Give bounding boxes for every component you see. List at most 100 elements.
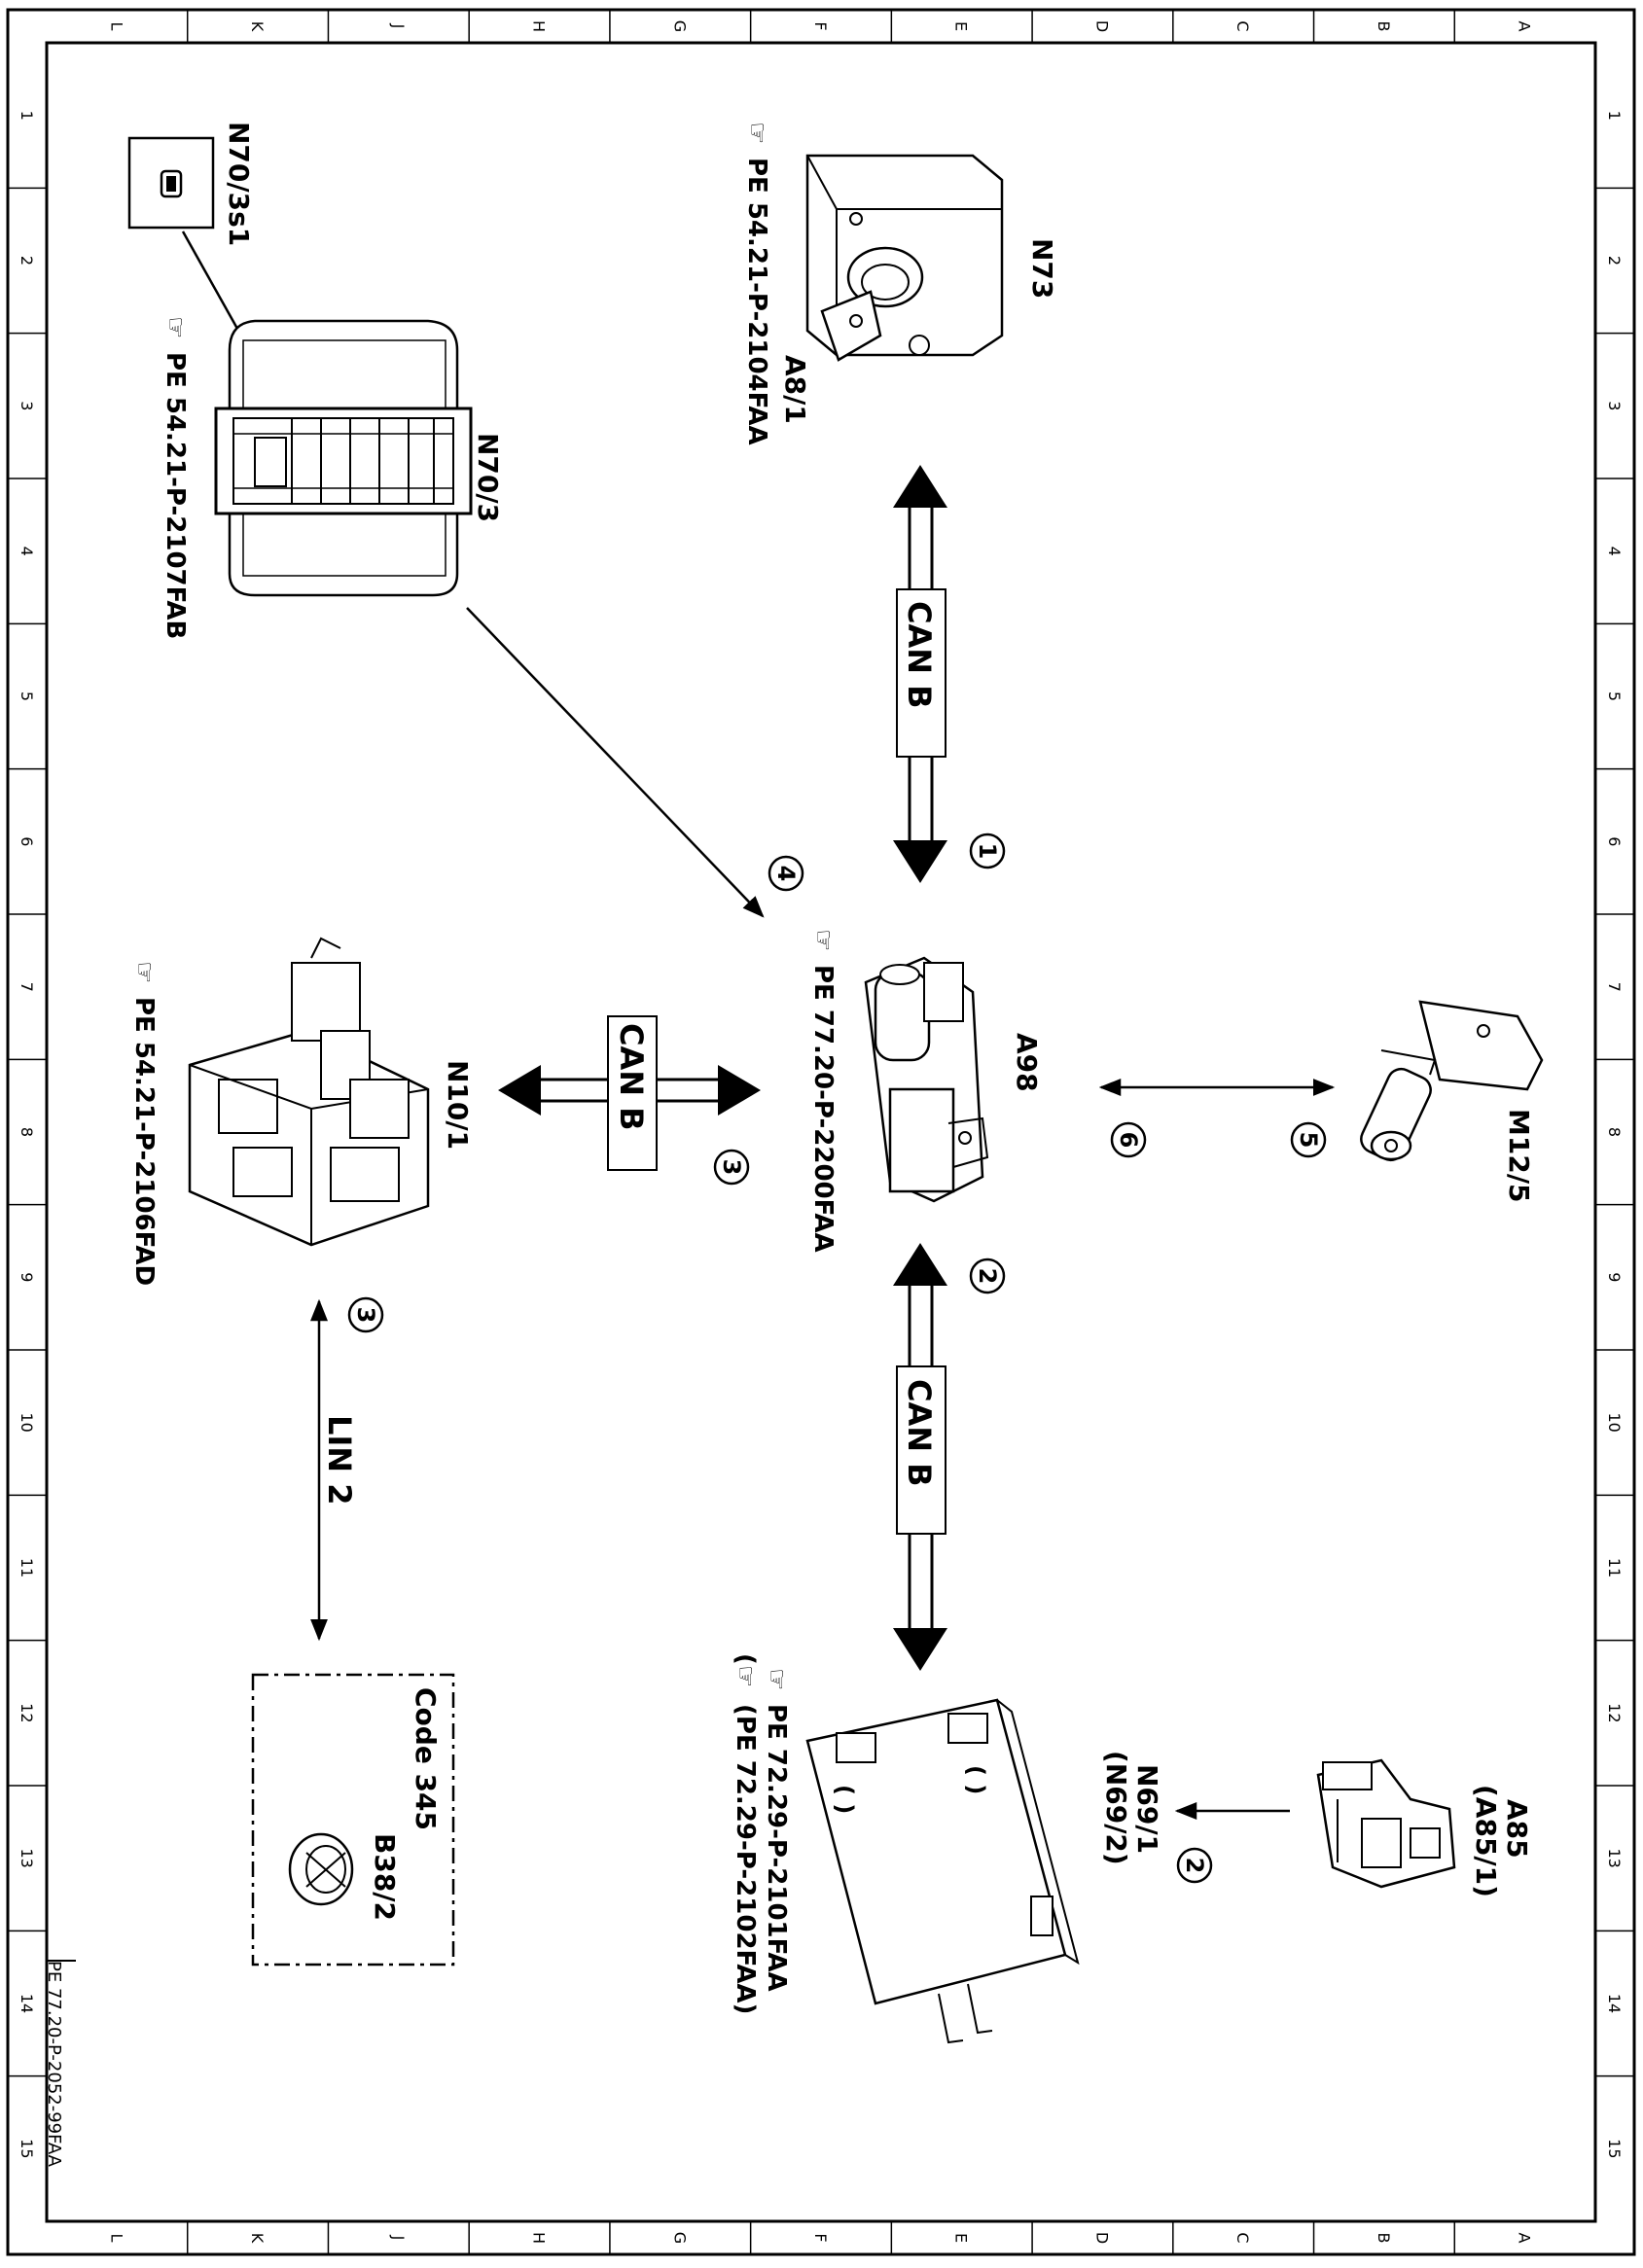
n69-1-ref: PE 72.29-P-2101FAA [762,1704,791,1992]
can-b-bottom-label-box [896,1365,947,1535]
conn-1-number: 1 [974,843,1001,860]
grid-row-label: 14 [18,1994,36,2013]
conn-2-circle [969,1258,1006,1294]
grid-row-label: 3 [18,401,36,410]
n69-1-ref2: (PE 72.29-P-2102FAA) [731,1704,760,2014]
n73-ref-icon: ☞ [742,122,771,144]
grid-row-label: 4 [18,547,36,556]
grid-col-label: E [952,21,971,31]
a85-conn-2-circle [1176,1847,1213,1884]
grid-row-label: 15 [18,2139,36,2158]
a85-conn-2-number: 2 [1181,1858,1208,1874]
grid-row-label: 6 [18,836,36,846]
conn-3-circle [713,1149,750,1186]
conn-1-circle [969,833,1006,869]
grid-row-label: 15 [1605,2139,1624,2158]
grid-col-label: J [389,2235,408,2241]
grid-row-label: 4 [1605,547,1624,556]
can-b-top-label-box [896,588,947,758]
grid-col-label: K [248,21,267,32]
a85-label: A85 [1501,1799,1533,1859]
a8-1-label: A8/1 [779,355,811,424]
conn-4-circle [768,855,804,892]
n73-label: N73 [1026,238,1058,299]
grid-row-label: 9 [18,1272,36,1282]
grid-row-label: 1 [18,111,36,121]
can-b-left-label-box [607,1015,658,1171]
grid-col-label: D [1092,20,1111,32]
optional-code-box [251,1673,455,1967]
conn-6-circle [1110,1121,1147,1158]
grid-row-label: 10 [18,1412,36,1432]
grid-col-label: A [1516,2233,1534,2244]
grid-col-label: L [107,22,125,31]
grid-col-label: J [389,23,408,29]
grid-row-label: 5 [1605,691,1624,701]
n70-3s1-switch: N70/3s1 [127,122,311,458]
grid-row-label: 8 [18,1127,36,1137]
svg-text:( ): ( ) [831,1785,858,1814]
n69-1-ref-icon: ☞ [762,1668,791,1690]
grid-row-label: 13 [1605,1848,1624,1867]
n73-ignition-switch: N73 A8/1 ☞ PE 54.21-P-2104FAA [742,122,1058,445]
conn-2-number: 2 [974,1268,1001,1285]
n69-1-label: N69/1 [1131,1764,1163,1854]
a98-label: A98 [1011,1033,1043,1092]
can-b-left-label: CAN B [613,1023,650,1131]
n73-ref: PE 54.21-P-2104FAA [742,158,771,445]
grid-col-label: G [670,20,689,32]
svg-text:( ): ( ) [962,1765,989,1794]
grid-col-label: F [811,2233,830,2242]
grid-row-label: 11 [1605,1558,1624,1577]
a85-1-label: (A85/1) [1470,1785,1502,1897]
n70-3-ref: PE 54.21-P-2107FAB [161,352,190,639]
grid-row-label: 7 [1605,982,1624,992]
grid-col-label: C [1233,2232,1252,2243]
grid-col-label: D [1092,2232,1111,2244]
grid-col-label: K [248,2233,267,2244]
n69-1-ref2-icon: (☞ [731,1653,760,1687]
grid-row-label: 11 [18,1558,36,1577]
lin-2-bus: LIN 2 3 [310,1296,384,1642]
n70-3-ref-icon: ☞ [161,316,190,338]
document-id: PE 77.20-P-2052-99FAA [44,1961,64,2168]
grid-row-label: 7 [18,982,36,992]
grid-col-label: A [1516,21,1534,32]
lin-2-label: LIN 2 [321,1415,358,1505]
n10-1-label: N10/1 [442,1060,474,1150]
a98-ref-icon: ☞ [808,929,838,951]
can-b-left-bus: CAN B 3 [498,1015,761,1186]
grid-row-label: 12 [18,1703,36,1722]
a85-door-lock: A85 (A85/1) [1316,1758,1533,1897]
grid-row-label: 3 [1605,401,1624,410]
can-b-bottom-bus: CAN B 2 [893,1243,1006,1671]
grid-col-label: C [1233,20,1252,31]
outer-frame [6,8,1636,2256]
conn-3-number: 3 [718,1159,745,1176]
n69-2-label: (N69/2) [1100,1751,1132,1865]
grid-col-label: B [1375,21,1393,32]
key-icon [820,290,882,362]
m12-5-motor: M12/5 [1360,1000,1544,1203]
n10-1-ref-icon: ☞ [129,961,159,983]
b38-2-label: B38/2 [369,1833,401,1921]
grid-row-label: 10 [1605,1412,1624,1432]
lin-conn-3-circle [347,1296,384,1333]
can-b-bottom-label: CAN B [901,1379,938,1487]
conn-5-circle [1290,1121,1327,1158]
grid-col-label: H [530,2232,549,2244]
grid-row-label: 14 [1605,1994,1624,2013]
conn-5-number: 5 [1295,1132,1322,1149]
grid-row-label: 1 [1605,111,1624,121]
m12-5-label: M12/5 [1503,1109,1535,1203]
code-345-label: Code 345 [410,1687,442,1830]
grid-row-label: 9 [1605,1272,1624,1282]
grid-col-label: G [670,2232,689,2244]
grid-row-label: 8 [1605,1127,1624,1137]
